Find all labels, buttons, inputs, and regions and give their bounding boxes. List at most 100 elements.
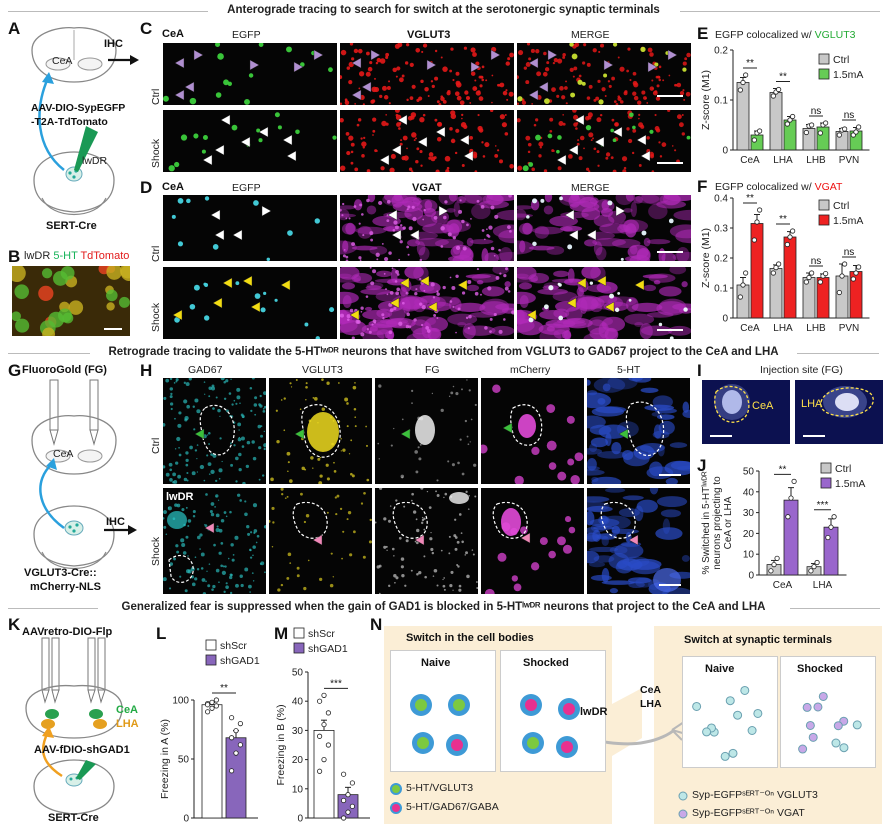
fluorescence-spot [342, 254, 346, 258]
panel-k-virus2: AAV-fDIO-shGAD1 [34, 744, 130, 756]
fluorescence-haze [660, 509, 682, 518]
data-point [853, 270, 859, 276]
fluorescence-spot [215, 479, 218, 483]
fluorescence-spot [219, 415, 221, 417]
fluorescence-spot [459, 199, 462, 202]
fluorescence-spot [423, 45, 425, 47]
neuron-cell [106, 266, 123, 280]
fluorescence-spot [430, 80, 434, 83]
fluorescence-spot [371, 86, 378, 93]
panel-d-ctrl-egfp-spots [171, 196, 320, 261]
fluorescence-spot [484, 238, 486, 241]
fluorescence-spot [527, 150, 531, 154]
fluorescence-spot [509, 52, 514, 58]
fluorescence-spot [433, 314, 437, 317]
fluorescence-spot [377, 442, 380, 445]
fluorescence-spot [579, 135, 585, 141]
fluorescence-spot [239, 574, 243, 578]
fluorescence-haze [491, 325, 514, 336]
fluorescence-spot [449, 127, 453, 131]
panel-g-mouse-line1: VGLUT3-Cre:: [24, 567, 97, 579]
fluorescence-spot [212, 584, 216, 589]
fluorescence-spot [450, 113, 457, 120]
fluorescence-spot [505, 89, 508, 92]
fluorescence-spot [638, 122, 644, 128]
fluorescence-spot [474, 170, 478, 172]
fluorescence-spot [242, 416, 245, 419]
fluorescence-spot [578, 156, 583, 161]
fluorescence-spot [419, 443, 422, 446]
fluorescence-haze [568, 195, 581, 208]
fluorescence-spot [454, 536, 458, 539]
data-point [790, 228, 796, 234]
arrowhead-icon [526, 309, 537, 321]
fluorescence-spot [658, 141, 661, 144]
data-point [345, 792, 351, 798]
fluorescence-haze [596, 281, 618, 294]
arrowhead-icon [294, 428, 305, 440]
fluorescence-haze [615, 195, 634, 206]
fluorescence-spot [416, 541, 419, 545]
panel-h-ctrl-fg [375, 378, 478, 484]
fluorescence-spot [493, 312, 497, 317]
fluorescence-spot [252, 503, 258, 508]
fluorescence-spot [614, 122, 619, 127]
fluorescence-haze [492, 267, 510, 275]
fluorescence-spot [525, 135, 531, 141]
fluorescence-spot [415, 159, 419, 164]
fluorescence-spot [509, 163, 514, 169]
fluorescence-spot [421, 304, 426, 310]
fluorescence-spot [651, 170, 655, 172]
scale-bar [104, 328, 122, 330]
panel-b-title: lwDR 5-HT TdTomato [24, 250, 129, 262]
banner-rule [680, 11, 880, 12]
panel-n-syn-naive-terminals [692, 685, 763, 761]
fluorescence-haze [655, 527, 683, 540]
fluorescence-spot [629, 112, 634, 118]
fluorescence-spot [419, 277, 422, 281]
fluorescence-spot [456, 95, 462, 101]
fluorescence-spot [477, 113, 480, 117]
fluorescence-spot [348, 217, 351, 220]
fluorescence-spot [436, 317, 439, 319]
fluorescence-spot [340, 75, 343, 80]
arrowhead-icon [490, 49, 501, 61]
fluorescence-spot [386, 549, 388, 551]
neuron-cell [57, 308, 72, 323]
fluorescence-spot [442, 578, 444, 581]
data-point [856, 124, 862, 130]
panel-a-virus-line2: -T2A-TdTomato [31, 116, 108, 128]
fluorescence-spot [411, 402, 413, 404]
fluorescence-spot [163, 396, 167, 400]
arrowhead-icon [457, 279, 468, 291]
fluorescence-haze [369, 326, 378, 332]
fluorescence-haze [362, 309, 391, 320]
fluorescence-haze [593, 525, 615, 531]
panel-b-ch2: TdTomato [80, 250, 130, 262]
fluorescence-spot [494, 145, 497, 147]
arrowhead-icon [370, 49, 381, 61]
fluorescence-spot [299, 408, 302, 411]
fluorescence-spot [662, 79, 665, 82]
fluorescence-spot [454, 151, 458, 155]
fluorescence-spot [277, 588, 281, 592]
fluorescence-spot [372, 134, 374, 136]
fluorescence-haze [590, 267, 606, 282]
fluorescence-spot [394, 225, 399, 230]
fluorescence-spot [343, 249, 346, 251]
fluorescence-haze [351, 245, 378, 251]
arrowhead-icon [312, 534, 323, 546]
arrowhead-icon [636, 134, 647, 146]
fluorescence-haze [615, 560, 633, 574]
fluorescence-spot [192, 405, 195, 408]
fluorescence-spot [238, 467, 242, 472]
data-point [828, 524, 834, 530]
fluorescence-haze [342, 240, 349, 253]
fluorescence-spot [169, 478, 173, 482]
fluorescence-spot [422, 113, 426, 117]
panel-c-shock-merge [517, 110, 691, 172]
fluorescence-spot [525, 80, 530, 85]
arrowhead-icon [427, 301, 438, 313]
fluorescence-spot [400, 224, 403, 227]
